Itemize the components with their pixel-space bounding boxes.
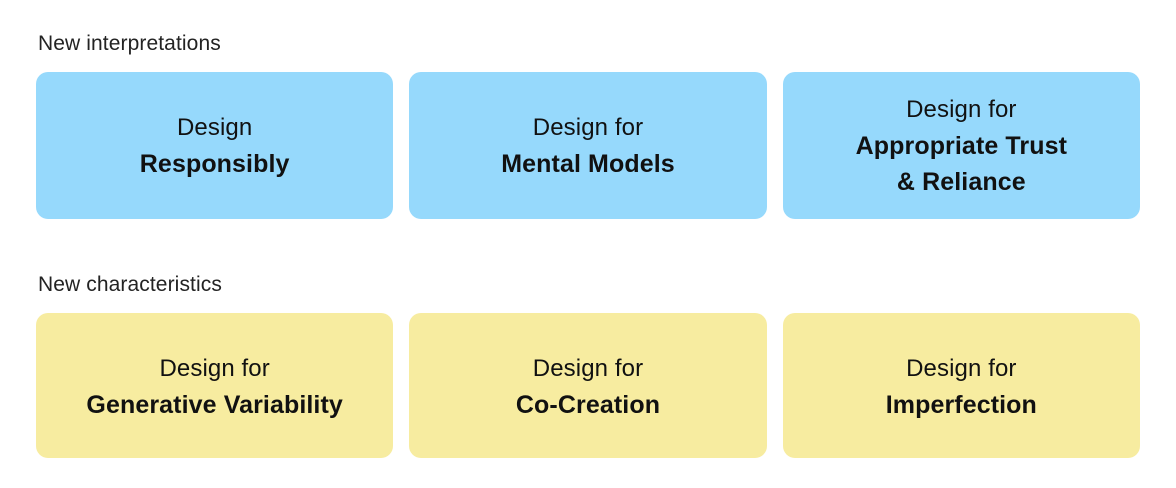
card-row-new-characteristics: Design for Generative Variability Design… xyxy=(36,313,1140,458)
card-line-emphasis: Generative Variability xyxy=(86,391,343,419)
card-design-for-generative-variability[interactable]: Design for Generative Variability xyxy=(36,313,394,458)
card-line-emphasis: Mental Models xyxy=(501,149,675,178)
card-row-new-interpretations: Design Responsibly Design for Mental Mod… xyxy=(36,72,1140,219)
card-design-for-appropriate-trust-and-reliance[interactable]: Design for Appropriate Trust & Reliance xyxy=(782,72,1140,219)
card-line-emphasis: Appropriate Trust xyxy=(855,131,1068,160)
section-label-new-interpretations: New interpretations xyxy=(38,32,221,55)
card-line-primary: Design for xyxy=(906,355,1017,382)
section-new-interpretations: New interpretations Design Responsibly D… xyxy=(36,30,1140,219)
card-line-primary: Design xyxy=(177,113,253,141)
card-line-primary: Design for xyxy=(159,355,270,382)
section-label-new-characteristics: New characteristics xyxy=(38,273,222,296)
card-design-for-imperfection[interactable]: Design for Imperfection xyxy=(782,313,1140,458)
card-line-emphasis: Co-Creation xyxy=(515,391,661,419)
card-design-responsibly[interactable]: Design Responsibly xyxy=(36,72,394,219)
card-design-for-co-creation[interactable]: Design for Co-Creation xyxy=(409,313,767,458)
card-design-for-mental-models[interactable]: Design for Mental Models xyxy=(409,72,767,219)
card-line-emphasis: Imperfection xyxy=(885,391,1037,419)
card-line-primary: Design for xyxy=(906,95,1017,123)
card-line-primary: Design for xyxy=(532,355,644,382)
card-line-emphasis: Responsibly xyxy=(139,149,290,178)
section-new-characteristics: New characteristics Design for Generativ… xyxy=(36,271,1140,458)
card-line-primary: Design for xyxy=(532,113,644,141)
card-line-emphasis-second: & Reliance xyxy=(896,167,1026,196)
